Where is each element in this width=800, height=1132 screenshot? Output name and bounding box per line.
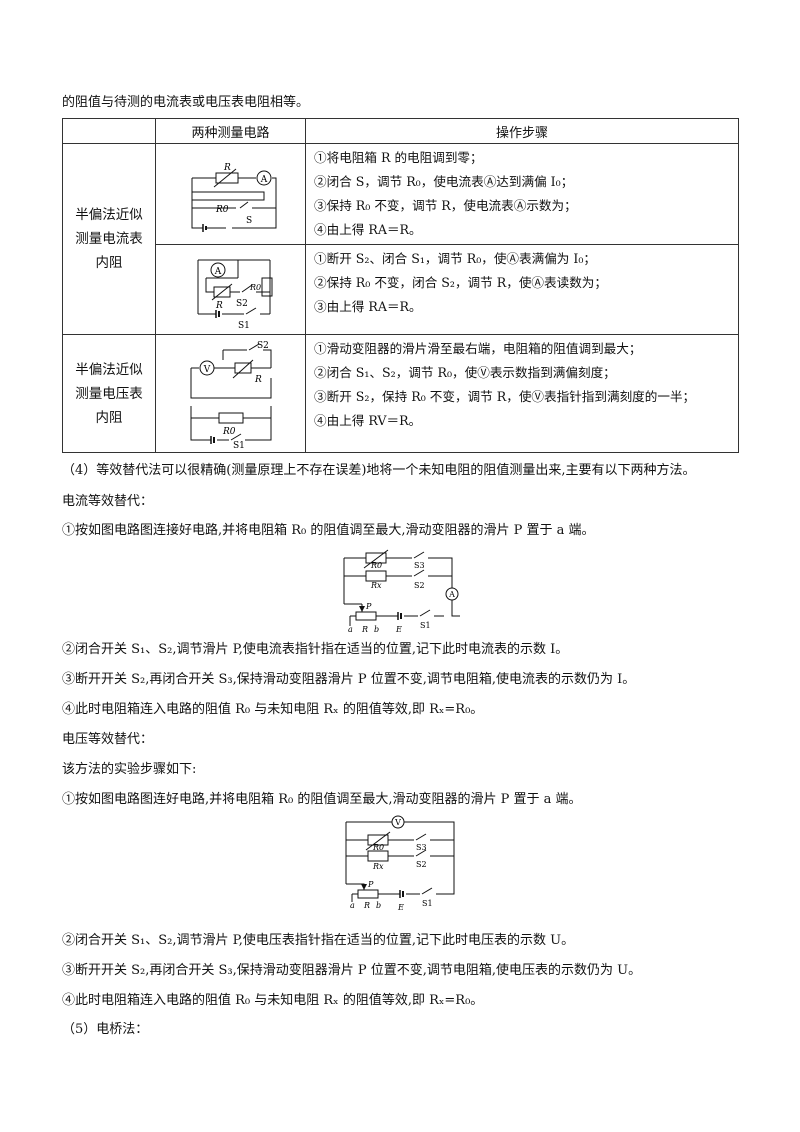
step-c3: ③断开开关 S₂,再闭合开关 S₃,保持滑动变阻器滑片 P 位置不变,调节电阻箱… bbox=[62, 672, 636, 687]
voltmeter-label: V bbox=[394, 818, 401, 827]
rheostat-label: R bbox=[363, 901, 370, 910]
step-v3: ③断开开关 S₂,再闭合开关 S₃,保持滑动变阻器滑片 P 位置不变,调节电阻箱… bbox=[62, 963, 642, 978]
ammeter-label: A bbox=[259, 175, 267, 185]
ammeter-label: A bbox=[448, 590, 455, 599]
circuit-diagram-current-substitution: A R0 Rx S3 S2 P a R b E S1 bbox=[343, 549, 460, 634]
switch-label: S2 bbox=[416, 860, 427, 869]
switch-label: S bbox=[246, 216, 252, 226]
step-line: ①断开 S₂、闭合 S₁，调节 R₀，使Ⓐ表满偏为 I₀； bbox=[314, 251, 597, 266]
slider-label: P bbox=[365, 602, 372, 611]
intro-line: 的阻值与待测的电流表或电压表电阻相等。 bbox=[62, 95, 310, 110]
section-label-line: 半偏法近似 bbox=[75, 361, 143, 378]
step-c4: ④此时电阻箱连入电路的阻值 R₀ 与未知电阻 Rₓ 的阻值等效,即 Rₓ=R₀。 bbox=[62, 702, 484, 717]
resistor-label: R bbox=[223, 163, 231, 173]
terminal-a-label: a bbox=[350, 901, 355, 910]
section-label-line: 测量电流表 bbox=[75, 231, 143, 247]
switch-label: S1 bbox=[420, 621, 431, 630]
circuit-diagram-voltmeter: V S2 R R0 S1 bbox=[155, 334, 306, 453]
step-line: ①滑动变阻器的滑片滑至最右端，电阻箱的阻值调到最大； bbox=[314, 341, 642, 356]
terminal-b-label: b bbox=[374, 625, 379, 634]
step-line: ③断开 S₂，保持 R₀ 不变，调节 R，使Ⓥ表指针指到满刻度的一半； bbox=[314, 389, 696, 404]
table-row: A R S2 R0 S1 ①断开 S₂、闭合 S₁，调节 R₀，使Ⓐ表满偏为 I… bbox=[63, 244, 739, 335]
step-line: ③由上得 RA＝R。 bbox=[314, 299, 422, 314]
section-label-voltmeter: 半偏法近似 测量电压表 内阻 bbox=[62, 334, 156, 453]
table-row: 半偏法近似 测量电压表 内阻 bbox=[62, 334, 739, 453]
step-line: ②闭合 S₁、S₂，调节 R₀，使Ⓥ表示数指到满偏刻度； bbox=[314, 365, 616, 380]
resistor-label: R bbox=[215, 301, 223, 311]
rheostat-label: R bbox=[361, 625, 368, 634]
section-label-line: 测量电压表 bbox=[75, 385, 143, 402]
switch-label: S2 bbox=[414, 581, 425, 590]
voltage-intro: 该方法的实验步骤如下: bbox=[62, 762, 197, 777]
table-header-row: 两种测量电路 操作步骤 bbox=[62, 118, 739, 144]
switch-label: S3 bbox=[414, 561, 425, 570]
battery-label: E bbox=[395, 625, 402, 634]
steps-cell: ①滑动变阻器的滑片滑至最右端，电阻箱的阻值调到最大； ②闭合 S₁、S₂，调节 … bbox=[305, 334, 739, 453]
section-label-line: 内阻 bbox=[95, 255, 123, 271]
step-line: ④由上得 RV＝R。 bbox=[314, 413, 422, 428]
circuit-svg: A R S2 R0 S1 bbox=[197, 259, 272, 331]
switch-label: S3 bbox=[416, 843, 427, 852]
table-header-circuits: 两种测量电路 bbox=[155, 118, 306, 144]
step-c1: ①按如图电路图连接好电路,并将电阻箱 R₀ 的阻值调至最大,滑动变阻器的滑片 P… bbox=[62, 523, 595, 538]
switch-label: S1 bbox=[238, 321, 250, 331]
paragraph-4: （4）等效替代法可以很精确(测量原理上不存在误差)地将一个未知电阻的阻值测量出来… bbox=[62, 463, 696, 478]
switch-label: S1 bbox=[422, 899, 433, 908]
step-line: ②保持 R₀ 不变，闭合 S₂，调节 R，使Ⓐ表读数为； bbox=[314, 275, 607, 290]
terminal-a-label: a bbox=[348, 625, 353, 634]
unknown-resistor-label: Rx bbox=[372, 862, 384, 871]
steps-cell: ①断开 S₂、闭合 S₁，调节 R₀，使Ⓐ表满偏为 I₀； ②保持 R₀ 不变，… bbox=[305, 244, 739, 335]
section-title-current: 电流等效替代： bbox=[62, 494, 154, 509]
steps-cell: ①将电阻箱 R 的电阻调到零； ②闭合 S，调节 R₀，使电流表Ⓐ达到满偏 I₀… bbox=[305, 143, 739, 245]
table-header-steps: 操作步骤 bbox=[305, 118, 739, 144]
ammeter-label: A bbox=[213, 267, 221, 277]
step-line: ②闭合 S，调节 R₀，使电流表Ⓐ达到满偏 I₀； bbox=[314, 174, 574, 189]
switch-label: S2 bbox=[236, 299, 248, 309]
rheostat-label: R0 bbox=[222, 427, 236, 437]
slider-label: P bbox=[367, 880, 374, 889]
battery-label: E bbox=[397, 903, 404, 912]
resistor-box-label: R0 bbox=[370, 561, 382, 570]
section-label-line: 内阻 bbox=[95, 409, 123, 426]
step-v4: ④此时电阻箱连入电路的阻值 R₀ 与未知电阻 Rₓ 的阻值等效,即 Rₓ=R₀。 bbox=[62, 993, 484, 1008]
resistor-label: R bbox=[254, 375, 262, 385]
step-line: ③保持 R₀ 不变，调节 R，使电流表Ⓐ示数为； bbox=[314, 198, 577, 213]
rheostat-label: R0 bbox=[215, 205, 229, 215]
step-v1: ①按如图电路图连好电路,并将电阻箱 R₀ 的阻值调至最大,滑动变阻器的滑片 P … bbox=[62, 792, 582, 807]
terminal-b-label: b bbox=[376, 901, 381, 910]
circuit-diagram-voltage-substitution: V R0 Rx S3 S2 P a R b E S1 bbox=[345, 815, 455, 912]
step-v2: ②闭合开关 S₁、S₂,调节滑片 P,使电压表指针指在适当的位置,记下此时电压表… bbox=[62, 933, 575, 948]
step-line: ①将电阻箱 R 的电阻调到零； bbox=[314, 150, 483, 165]
step-line: ④由上得 RA＝R。 bbox=[314, 222, 422, 237]
step-c2: ②闭合开关 S₁、S₂,调节滑片 P,使电流表指针指在适当的位置,记下此时电流表… bbox=[62, 642, 569, 657]
voltmeter-label: V bbox=[202, 365, 210, 375]
table-row: 半偏法近似 测量电流表 内阻 A bbox=[62, 143, 739, 335]
rheostat-label: R0 bbox=[249, 283, 261, 292]
circuit-svg: A R R0 S bbox=[191, 163, 276, 232]
unknown-resistor-label: Rx bbox=[370, 581, 382, 590]
circuit-diagram-ammeter-1: A R R0 S bbox=[155, 143, 306, 245]
resistor-box-label: R0 bbox=[372, 843, 384, 852]
circuit-svg: V S2 R R0 S1 bbox=[190, 341, 271, 450]
switch-label: S2 bbox=[257, 341, 269, 351]
section-label-ammeter: 半偏法近似 测量电流表 内阻 bbox=[62, 143, 156, 335]
switch-label: S1 bbox=[233, 441, 245, 450]
circuit-diagram-ammeter-2: A R S2 R0 S1 bbox=[155, 244, 306, 335]
section-title-voltage: 电压等效替代： bbox=[62, 732, 154, 747]
comparison-table: 两种测量电路 操作步骤 半偏法近似 测量电流表 内阻 bbox=[62, 118, 739, 453]
table-header-label bbox=[62, 118, 156, 144]
section-label-line: 半偏法近似 bbox=[75, 207, 143, 223]
paragraph-5: （5）电桥法： bbox=[62, 1022, 149, 1037]
